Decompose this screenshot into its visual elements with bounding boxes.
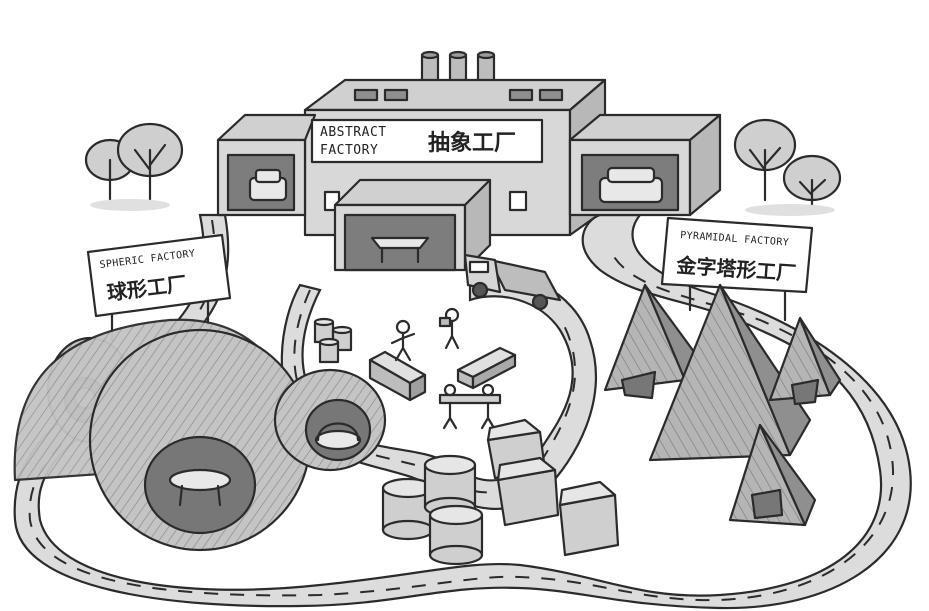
barrels-icon <box>313 317 353 364</box>
table-icon <box>370 236 430 264</box>
workers-icon <box>390 307 502 430</box>
product-stacks <box>381 418 620 566</box>
truck-icon <box>463 253 562 311</box>
trees-left <box>84 122 184 211</box>
disc-stack-1 <box>381 477 435 541</box>
wedge-stack-2 <box>496 456 560 527</box>
armchair-icon <box>248 168 288 202</box>
abstract-factory-building: ABSTRACT FACTORY 抽象工厂 <box>216 50 722 272</box>
abstract-sign-en-line1: ABSTRACT <box>320 125 387 140</box>
abstract-sign-en-line2: FACTORY <box>320 143 378 158</box>
planks-icon <box>368 350 427 402</box>
wedge-stack-3 <box>558 480 620 557</box>
trees-right <box>733 118 842 216</box>
disc-stack-3 <box>428 504 484 566</box>
sofa-icon <box>598 166 664 204</box>
round-table-icon <box>168 468 232 507</box>
spheric-factory-sign: SPHERIC FACTORY 球形工厂 <box>86 233 232 342</box>
pyramidal-factory-sign: PYRAMIDAL FACTORY 金字塔形工厂 <box>660 216 814 322</box>
raw-materials <box>313 307 517 430</box>
abstract-sign-zh: 抽象工厂 <box>428 130 516 156</box>
spheric-factory-domes <box>13 318 387 552</box>
round-sofa-icon <box>314 422 362 451</box>
bricks-icon <box>456 346 517 390</box>
pyramidal-factory-pyramids <box>603 283 842 527</box>
